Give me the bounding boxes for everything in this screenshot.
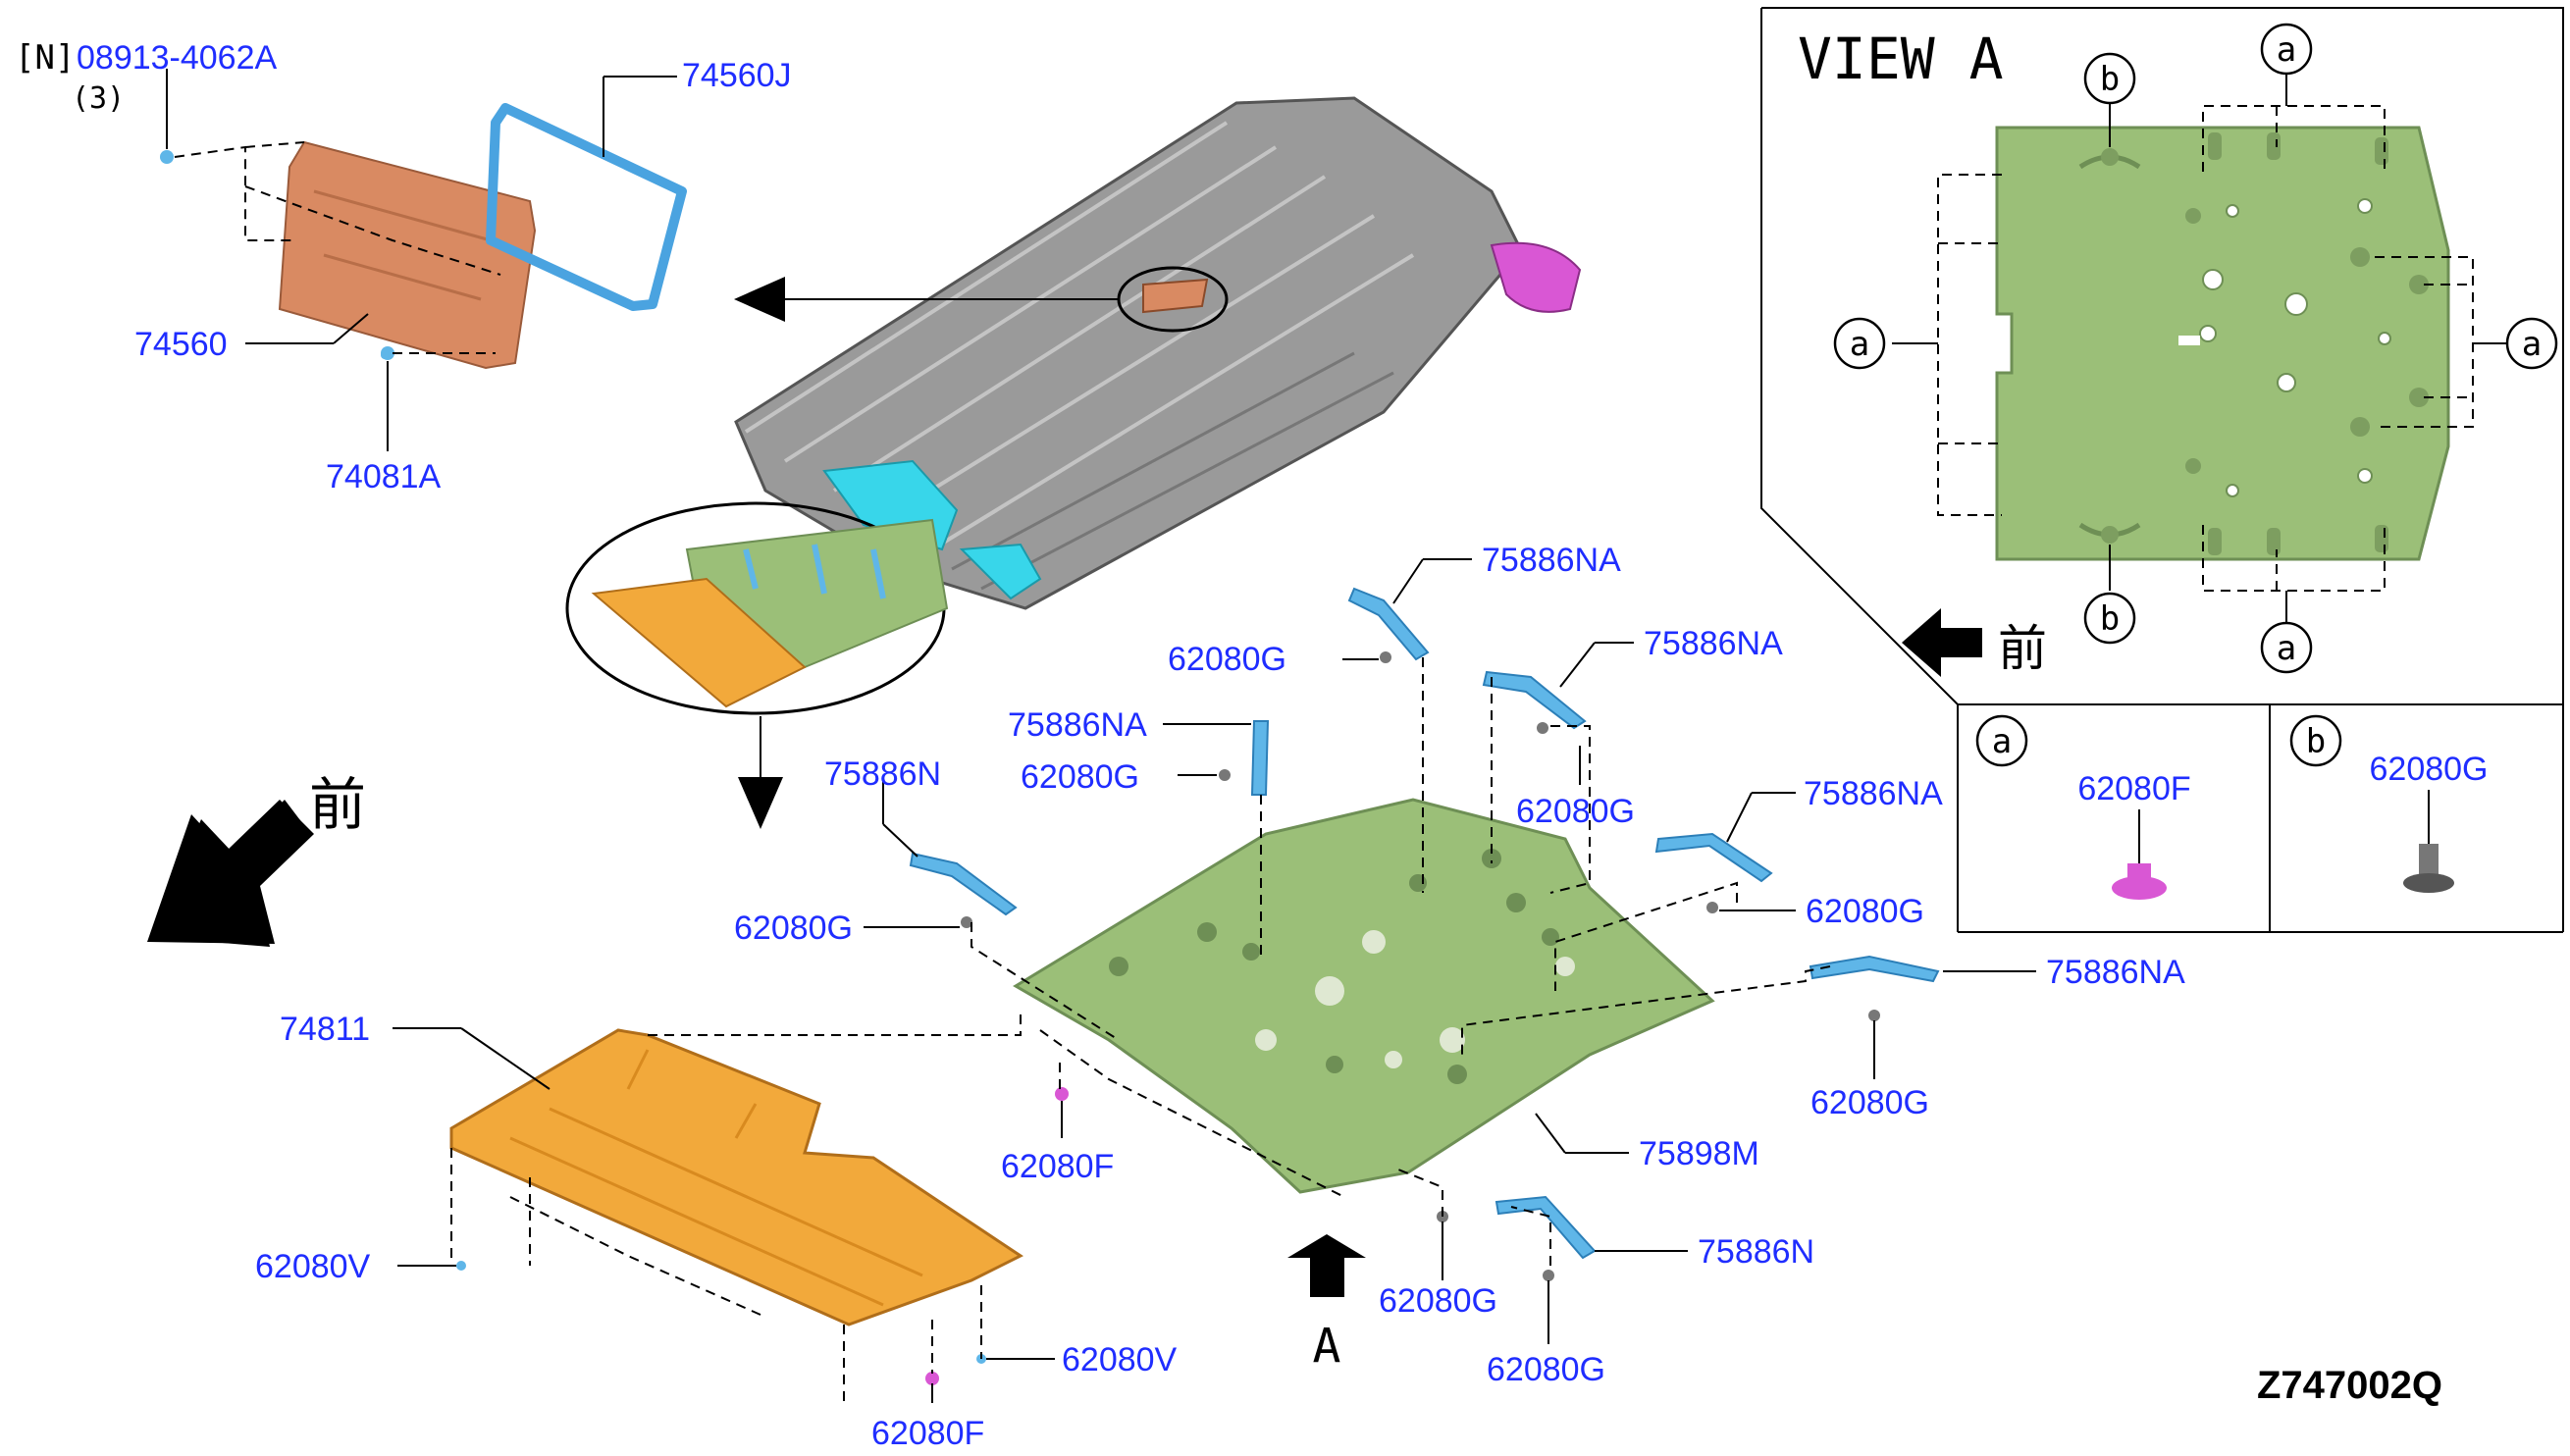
label-62080G-5: 62080G <box>1806 893 1924 930</box>
svg-text:b: b <box>2100 60 2120 99</box>
label-75886NA-3: 75886NA <box>1008 706 1147 744</box>
label-75886NA-2: 75886NA <box>1644 625 1783 662</box>
view-a-callout-a-left: a <box>1833 317 1886 370</box>
svg-text:a: a <box>2522 325 2542 364</box>
label-62080G-3: 62080G <box>1021 758 1139 796</box>
seal-74560J <box>486 103 687 311</box>
label-08913-4062A: 08913-4062A <box>77 39 278 77</box>
label-62080G-6: 62080G <box>1810 1084 1929 1121</box>
label-62080F-1: 62080F <box>1001 1148 1114 1185</box>
view-a-callout-a-right: a <box>2505 317 2558 370</box>
label-75886N-1: 75886N <box>824 755 941 793</box>
vehicle-floor-assembly <box>734 96 1582 610</box>
legend-a-part: 62080F <box>2077 770 2190 807</box>
label-74560: 74560 <box>134 326 228 363</box>
label-75886NA-4: 75886NA <box>1804 775 1943 812</box>
front-direction-arrow-shape <box>147 800 314 944</box>
cover-location-callout <box>565 501 949 715</box>
label-62080V-1: 62080V <box>255 1248 371 1285</box>
label-62080G-8: 62080G <box>1487 1351 1605 1388</box>
svg-text:b: b <box>2100 599 2120 639</box>
brackets <box>909 587 1940 1260</box>
view-a-callout-a-top: a <box>2260 23 2313 76</box>
label-75886NA-1: 75886NA <box>1482 542 1621 579</box>
view-a-title: VIEW A <box>1798 26 2004 92</box>
view-a-front-label: 前 <box>1998 620 2047 677</box>
label-new-marker: [N] <box>15 38 75 78</box>
svg-text:a: a <box>2277 30 2296 70</box>
to-panel-arrow-icon <box>734 277 785 322</box>
label-62080G-1: 62080G <box>1168 641 1286 678</box>
view-a-arrow-icon <box>1287 1234 1366 1297</box>
svg-text:b: b <box>2306 722 2326 761</box>
label-74811: 74811 <box>280 1011 370 1048</box>
illustration-code: Z747002Q <box>2257 1364 2442 1407</box>
label-75898M: 75898M <box>1639 1135 1759 1172</box>
view-a-panel: VIEW A <box>1760 7 2564 933</box>
label-75886NA-5: 75886NA <box>2046 954 2185 991</box>
svg-text:a: a <box>1992 722 2012 761</box>
label-62080G-7: 62080G <box>1379 1282 1497 1320</box>
legend-a: a 62080F <box>1975 714 2191 900</box>
label-74560J: 74560J <box>682 57 792 94</box>
underbody-cover-75898M <box>1013 798 1715 1194</box>
fasteners <box>456 651 1880 1385</box>
label-qty-3: (3) <box>72 81 125 116</box>
view-a-arrow-label: A <box>1313 1319 1341 1374</box>
down-arrow-icon <box>738 777 783 829</box>
svg-text:a: a <box>2277 629 2296 668</box>
view-a-underbody-cover <box>1995 126 2450 561</box>
legend-b-part: 62080G <box>2370 751 2489 788</box>
floor-access-panel-group <box>160 103 687 370</box>
svg-text:a: a <box>1850 325 1869 364</box>
front-label: 前 <box>309 771 366 838</box>
label-62080V-2: 62080V <box>1062 1341 1178 1378</box>
cover-74811 <box>449 1028 1023 1326</box>
view-a-callout-a-bottom: a <box>2260 621 2313 674</box>
label-62080G-4: 62080G <box>734 910 853 947</box>
label-74081A: 74081A <box>326 458 442 495</box>
label-62080F-2: 62080F <box>871 1415 984 1452</box>
label-75886N-2: 75886N <box>1698 1233 1814 1271</box>
label-62080G-2: 62080G <box>1516 793 1635 830</box>
view-a-front-arrow-icon <box>1902 608 1982 677</box>
legend-b: b 62080G <box>2289 714 2489 893</box>
view-a-callout-b-bottom: b <box>2083 592 2136 645</box>
view-a-callout-b-top: b <box>2083 52 2136 105</box>
